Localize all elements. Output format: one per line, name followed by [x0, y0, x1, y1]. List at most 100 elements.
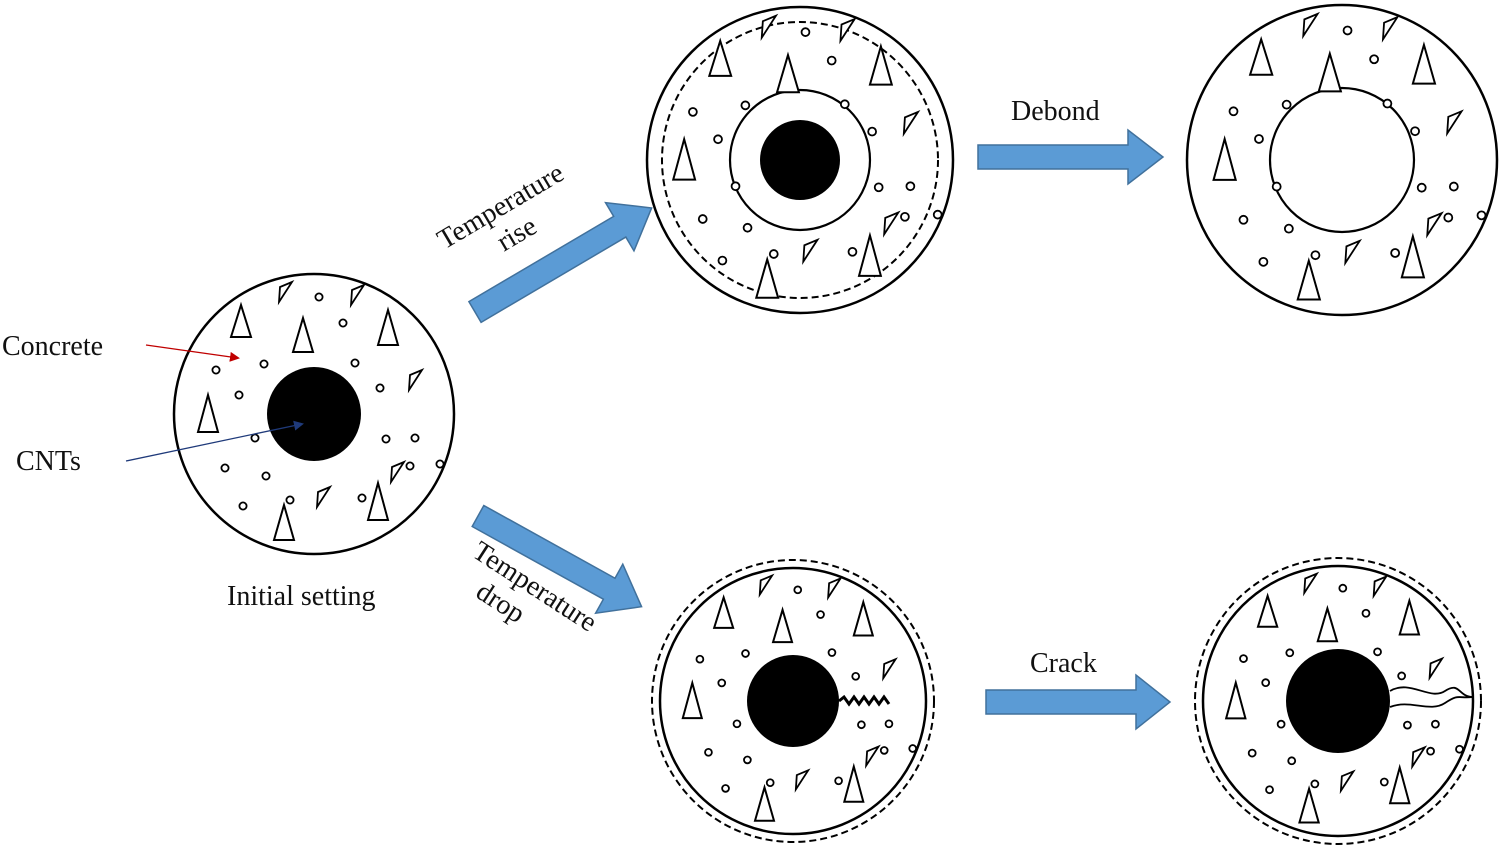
aggregate-large: [229, 301, 253, 338]
aggregate-large: [1298, 785, 1321, 824]
pore: [1455, 744, 1464, 754]
aggregate-large: [1224, 678, 1247, 720]
pore: [695, 654, 705, 664]
pore: [873, 182, 884, 193]
pore: [717, 255, 728, 266]
aggregate-small: [1426, 211, 1444, 239]
aggregate-small: [802, 237, 820, 266]
pore: [250, 433, 260, 443]
aggregate-large: [1400, 232, 1426, 279]
label-debond: Debond: [1011, 96, 1100, 127]
pore: [410, 433, 420, 443]
pore: [1261, 678, 1271, 688]
pore: [375, 383, 385, 393]
aggregate-small: [407, 368, 425, 394]
pore: [816, 610, 825, 619]
aggregate-large: [712, 594, 735, 629]
aggregate-small: [349, 283, 367, 309]
aggregate-small: [1302, 11, 1320, 40]
pore: [381, 434, 391, 444]
expansion-ring-dashed: [651, 559, 935, 843]
aggregate-small: [315, 485, 333, 511]
aggregate-large: [1212, 135, 1238, 181]
aggregate-small: [865, 744, 881, 769]
arrow-crack: [985, 673, 1172, 731]
pore: [908, 744, 918, 753]
aggregate-small: [882, 657, 898, 682]
aggregate-large: [1317, 50, 1343, 93]
pore: [1276, 719, 1286, 729]
pore: [357, 493, 367, 503]
aggregate-small: [1372, 574, 1389, 600]
aggregate-small: [1428, 656, 1445, 682]
pore: [743, 755, 752, 765]
pore: [1338, 583, 1348, 593]
pore: [721, 784, 730, 793]
through-crack-upper: [1389, 686, 1474, 698]
aggregate-large: [868, 42, 894, 86]
aggregate-large: [1388, 763, 1411, 805]
pore: [834, 776, 843, 786]
pore: [1287, 756, 1297, 766]
pore: [1390, 248, 1401, 258]
pore: [1426, 746, 1435, 756]
pore: [1285, 648, 1295, 658]
pore: [826, 55, 837, 66]
pore: [1410, 126, 1420, 137]
aggregate-large: [857, 231, 883, 277]
pore: [1310, 250, 1321, 261]
aggregate-small: [902, 109, 921, 138]
aggregate-small: [883, 210, 901, 238]
aggregate-large: [754, 255, 780, 299]
aggregate-large: [366, 479, 390, 521]
aggregate-large: [771, 606, 794, 644]
aggregate-large: [1411, 41, 1437, 85]
specimen-temperature-drop: [651, 559, 935, 843]
aggregate-large: [671, 135, 697, 181]
pore: [800, 27, 811, 37]
aggregate-large: [1256, 592, 1279, 628]
pore: [259, 359, 269, 369]
pore: [717, 678, 727, 688]
arrow-temperature-drop: [471, 504, 643, 615]
pore: [932, 209, 943, 220]
pore: [879, 746, 889, 755]
aggregate-large: [1398, 597, 1421, 636]
pore: [740, 100, 751, 111]
expansion-ring-dashed: [1194, 557, 1482, 845]
cnts-pointer-arrow: [125, 420, 304, 462]
aggregate-small: [758, 573, 775, 598]
pore: [1271, 181, 1282, 192]
pore: [857, 720, 866, 730]
aggregate-small: [1381, 15, 1400, 43]
pore: [285, 495, 295, 505]
specimen-temperature-rise: [645, 5, 955, 315]
label-cnts: CNTs: [16, 446, 81, 477]
aggregate-large: [852, 598, 875, 637]
pore: [338, 318, 348, 328]
pore: [1258, 256, 1269, 267]
pore: [713, 134, 723, 145]
aggregate-small: [1446, 109, 1464, 137]
cnt-core: [747, 655, 839, 747]
pore: [1265, 785, 1274, 795]
pore: [1254, 134, 1264, 144]
pore: [1239, 654, 1248, 663]
pore: [1283, 223, 1294, 234]
pore: [1443, 212, 1454, 223]
interface-gap-ring: [1268, 86, 1416, 234]
pore: [1361, 608, 1371, 618]
pore: [405, 461, 415, 471]
aggregate-large: [1248, 35, 1274, 76]
pore: [768, 249, 779, 259]
pore: [1342, 25, 1353, 36]
pore: [793, 585, 803, 595]
arrow-temperature-rise: [467, 201, 653, 324]
pore: [1238, 214, 1249, 225]
pore: [905, 181, 916, 192]
pore: [827, 648, 837, 657]
pore: [1379, 777, 1389, 787]
arrow-debond: [977, 128, 1165, 186]
pore: [1476, 210, 1487, 221]
